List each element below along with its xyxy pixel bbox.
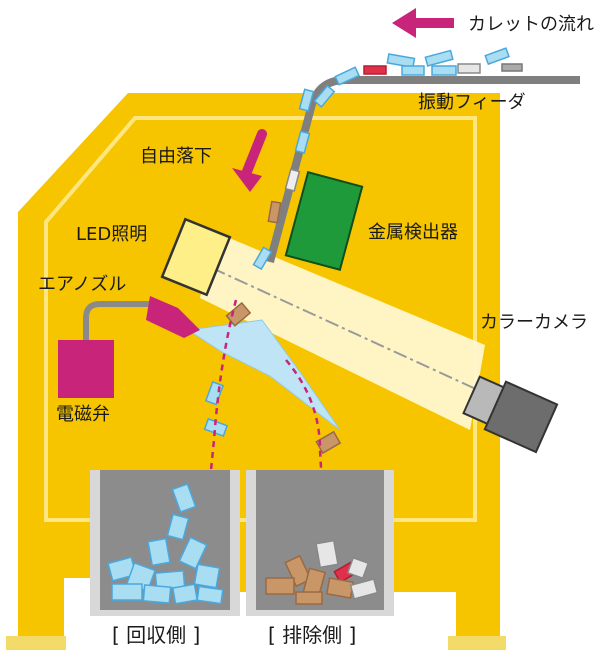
frame-foot-right [448, 636, 506, 650]
metal-detector [284, 170, 364, 272]
trajectory-recovery [204, 299, 238, 521]
label-reject-side: [ 排除側 ] [268, 623, 356, 647]
label-free-fall: 自由落下 [140, 146, 212, 167]
cullet-flow-arrow [392, 8, 454, 38]
air-hose [83, 301, 150, 342]
label-vibratory-feeder: 振動フィーダ [418, 92, 526, 113]
trajectory-reject [285, 359, 326, 521]
label-metal-detector: 金属検出器 [368, 222, 458, 243]
label-cullet-flow: カレットの流れ [468, 14, 594, 35]
label-air-nozzle: エアノズル [38, 274, 126, 295]
cullets-on-feeder [334, 47, 523, 86]
camera-body [483, 380, 559, 454]
frame-foot-left [6, 636, 66, 650]
label-led-light: LED照明 [76, 224, 147, 245]
label-recovery-side: [ 回収側 ] [112, 623, 200, 647]
label-solenoid-valve: 電磁弁 [56, 404, 110, 425]
air-nozzle [146, 296, 200, 338]
rejected-cullets [265, 539, 379, 605]
trajectories [204, 299, 326, 521]
free-fall-arrow [232, 129, 267, 192]
recovered-cullets [107, 483, 224, 605]
label-color-camera: カラーカメラ [480, 312, 588, 333]
solenoid-valve [58, 340, 114, 398]
camera-optical-axis [211, 267, 479, 391]
color-camera [462, 375, 559, 454]
led-light-beam [200, 232, 485, 430]
led-light-housing [160, 217, 232, 297]
